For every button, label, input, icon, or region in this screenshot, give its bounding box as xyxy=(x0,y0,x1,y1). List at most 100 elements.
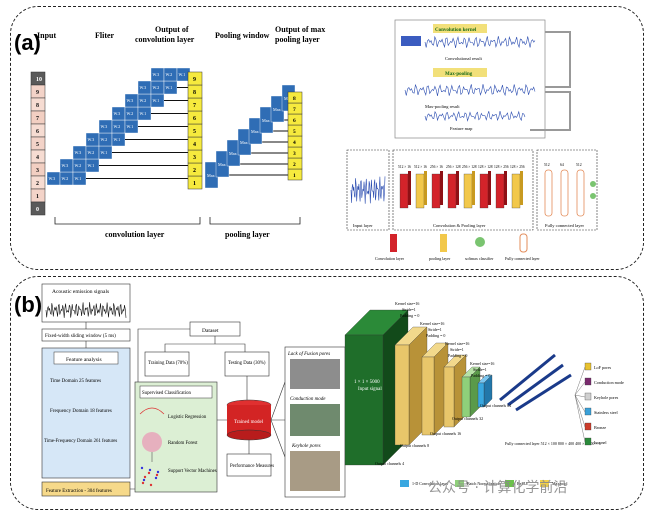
input-cell-value: 8 xyxy=(36,103,39,109)
conv-block-side xyxy=(440,171,443,205)
svm-point xyxy=(154,476,158,480)
filter-weight: W.2 xyxy=(140,98,147,103)
model-svm: Support Vector Machines xyxy=(168,469,217,474)
input-cell-value: 1 xyxy=(36,194,39,200)
svm-point xyxy=(148,468,152,472)
conv-block-side xyxy=(424,171,427,205)
kernel-note-2: Kernel size=16 xyxy=(420,321,444,326)
input-cell-value: 6 xyxy=(36,129,39,135)
window-label: Fixed-width sliding window (5 ms) xyxy=(45,334,116,339)
pool-block-label: Max xyxy=(251,129,260,134)
svm-point xyxy=(143,475,147,479)
panel-b-label: (b) xyxy=(14,292,43,317)
pool-output-value: 8 xyxy=(293,96,296,102)
svm-point xyxy=(147,471,151,475)
fc-label-a: Fully connected layer xyxy=(545,223,584,228)
svg-text:Stride=1: Stride=1 xyxy=(473,367,487,372)
svg-text:Stride=1: Stride=1 xyxy=(402,307,416,312)
svm-point xyxy=(140,466,144,470)
conv-block-side xyxy=(408,171,411,205)
pool-output-value: 5 xyxy=(293,129,296,135)
filter-weight: W.1 xyxy=(127,124,134,129)
pool-block-label: Max xyxy=(273,107,282,112)
svm-point xyxy=(156,470,160,474)
conv-output-value: 6 xyxy=(193,116,196,122)
conv-block-dim: 128 × 256 xyxy=(494,165,509,169)
conv-output-value: 1 xyxy=(193,181,196,187)
cnn-input-label: 1 × 1 × 5000 xyxy=(354,380,380,385)
panel-a-label: (a) xyxy=(14,30,41,55)
layer-slab xyxy=(477,382,485,408)
fc-bar xyxy=(499,353,556,402)
svm-point xyxy=(141,481,145,485)
conv-block-dim: 256 × 16 xyxy=(430,165,443,169)
fc-dim: 512 xyxy=(544,163,550,167)
filter-weight: W.3 xyxy=(62,163,69,168)
conv-block xyxy=(495,173,505,209)
conv-block-side xyxy=(504,171,507,205)
conv-output-value: 9 xyxy=(193,77,196,83)
conv-block-side xyxy=(472,171,475,205)
class-link xyxy=(574,394,586,443)
filter-label: Fliter xyxy=(95,31,115,40)
conv-output-value: 4 xyxy=(193,142,196,148)
input-cell-value: 10 xyxy=(36,77,42,83)
svg-text:Stride=1: Stride=1 xyxy=(450,347,464,352)
filter-weight: W.1 xyxy=(88,163,95,168)
input-cell-value: 7 xyxy=(36,116,39,122)
input-cell-value: 3 xyxy=(36,168,39,174)
filter-weight: W.2 xyxy=(166,72,173,77)
svg-text:Padding = 0: Padding = 0 xyxy=(448,353,467,358)
dataset-label: Dataset xyxy=(202,328,219,334)
legend-relu: ReLU xyxy=(517,481,527,486)
filter-weight: W.2 xyxy=(127,111,134,116)
class-swatch xyxy=(584,392,592,401)
pool-block-label: Max xyxy=(262,118,271,123)
conv-block-dim: 512 × 16 xyxy=(398,165,411,169)
kernel-note-4: Kernel size=16 xyxy=(470,361,494,366)
watermark: 公众号 · 计算化学前沿 xyxy=(428,480,568,496)
input-cell-value: 5 xyxy=(36,142,39,148)
pool-output-cell xyxy=(287,91,303,104)
svm-point xyxy=(155,473,159,477)
conv-block-dim: 256 × 128 xyxy=(462,165,477,169)
input-label: Input xyxy=(37,31,56,40)
fc-column xyxy=(576,169,585,217)
signal-label: Acoustic emission signals xyxy=(52,289,109,295)
kernel-note-1: Kernel size=16 xyxy=(395,301,419,306)
layer-slab xyxy=(461,376,471,418)
pool-output-value: 2 xyxy=(293,162,296,168)
conv-block xyxy=(479,173,489,209)
svg-text:Stride=1: Stride=1 xyxy=(428,327,442,332)
pool-output-value: 3 xyxy=(293,151,296,157)
filter-weight: W.1 xyxy=(75,176,82,181)
input-cell-value: 0 xyxy=(36,207,39,213)
pooling-window-label: Pooling window xyxy=(215,31,270,40)
ml-pipeline-diagram: Acoustic emission signals Fixed-width sl… xyxy=(41,283,346,498)
conv-pool-label: Convolution & Pooling layer xyxy=(433,223,486,228)
input-cell xyxy=(30,201,46,216)
filter-weight: W.2 xyxy=(75,163,82,168)
training-label: Training Data (70%) xyxy=(148,361,188,366)
pool-block-label: Max xyxy=(229,151,238,156)
time-domain-text: Time Domain 25 features xyxy=(50,379,101,384)
conv-block-dim: 128 × 128 xyxy=(478,165,493,169)
conv-block-dim: 256 × 128 xyxy=(446,165,461,169)
legend-conv: Convolution layer xyxy=(375,256,405,261)
conv-block xyxy=(447,173,457,209)
filter-weight: W.3 xyxy=(114,111,121,116)
svg-text:Padding = 0: Padding = 0 xyxy=(426,333,445,338)
defect-keyhole-label: Keyhole pores xyxy=(291,444,321,449)
class-link xyxy=(574,381,586,396)
filter-weight: W.3 xyxy=(127,98,134,103)
filter-weight: W.3 xyxy=(49,176,56,181)
pool-staircase: MaxMaxMaxMaxMaxMaxMaxMax xyxy=(204,84,296,189)
filter-weight: W.1 xyxy=(114,137,121,142)
signal-wave xyxy=(404,83,536,97)
class-swatch xyxy=(584,437,592,446)
class-label: Conduction mode xyxy=(594,380,624,385)
class-swatch xyxy=(584,407,592,416)
performance-label: Performance Measures xyxy=(230,464,274,469)
conv-block-dim: 128 × 256 xyxy=(510,165,525,169)
